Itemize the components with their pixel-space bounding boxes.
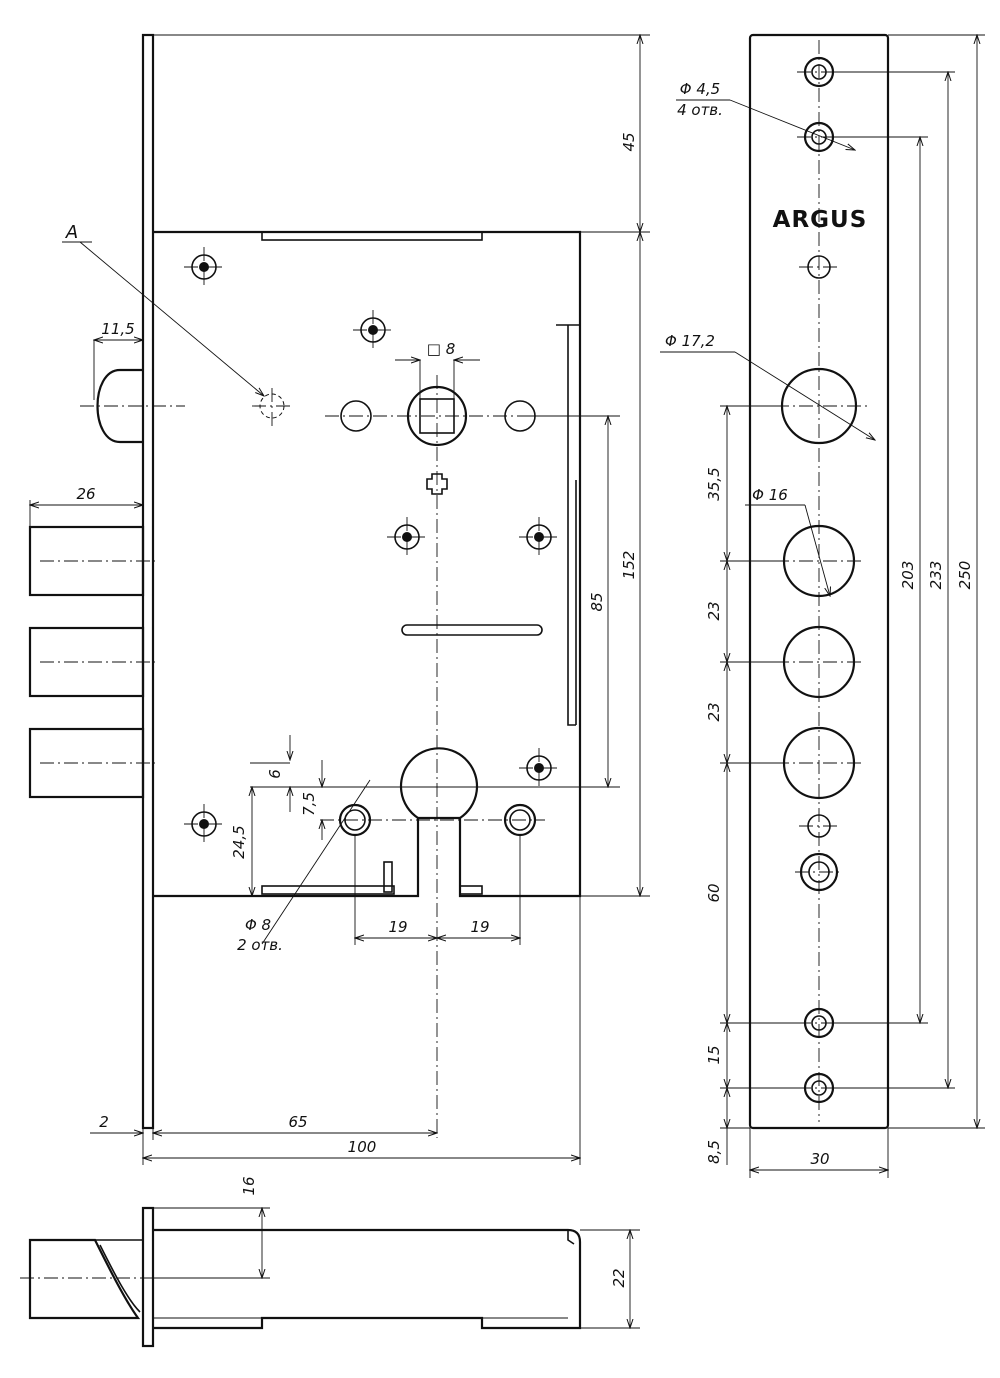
dim-16: 16 bbox=[240, 1176, 258, 1195]
dim-250: 250 bbox=[956, 561, 974, 590]
dim-square-8: □ 8 bbox=[427, 340, 455, 358]
dim-2: 2 bbox=[99, 1113, 109, 1131]
top-rail bbox=[261, 231, 483, 241]
slot bbox=[401, 624, 543, 636]
dim-19-right: 19 bbox=[470, 918, 489, 936]
screw-icon bbox=[353, 310, 393, 350]
bottom-case bbox=[153, 1228, 582, 1330]
dim-45: 45 bbox=[620, 132, 638, 151]
dim-19-left: 19 bbox=[388, 918, 407, 936]
screw-icon bbox=[184, 247, 224, 287]
dim-d17-2: Φ 17,2 bbox=[665, 332, 715, 350]
faceplate bbox=[748, 33, 890, 1130]
screw-icon bbox=[184, 804, 224, 844]
dim-7-5: 7,5 bbox=[300, 792, 318, 816]
dim-100: 100 bbox=[348, 1138, 377, 1156]
latch-bolt bbox=[96, 368, 143, 444]
dim-15: 15 bbox=[705, 1045, 723, 1064]
dim-35-5: 35,5 bbox=[705, 467, 723, 500]
lock-case bbox=[153, 230, 582, 898]
dim-30: 30 bbox=[810, 1150, 829, 1168]
dim-65: 65 bbox=[288, 1113, 307, 1131]
dim-26: 26 bbox=[76, 485, 95, 503]
dim-11-5: 11,5 bbox=[101, 320, 134, 338]
dim-23-a: 23 bbox=[705, 601, 723, 620]
dim-8-5: 8,5 bbox=[705, 1140, 723, 1164]
side-guide bbox=[556, 324, 580, 726]
bottom-latch bbox=[28, 1238, 141, 1320]
screw-icon bbox=[519, 748, 559, 788]
dim-22: 22 bbox=[610, 1268, 628, 1287]
faceplate-view: ARGUS bbox=[660, 33, 985, 1178]
cylinder-screw-hole bbox=[503, 803, 537, 837]
faceplate-side bbox=[141, 33, 155, 1130]
dim-23-b: 23 bbox=[705, 702, 723, 721]
front-view: 45 152 85 11,5 26 □ 8 6 7,5 24,5 Φ 8 2 о… bbox=[28, 33, 650, 1165]
dim-d16: Φ 16 bbox=[752, 486, 788, 504]
dim-203: 203 bbox=[899, 561, 917, 590]
bottom-pin bbox=[383, 861, 393, 893]
dim-d8-count: 2 отв. bbox=[237, 936, 283, 954]
dim-60: 60 bbox=[705, 883, 723, 902]
screw-icon bbox=[387, 517, 427, 557]
bottom-rail-left bbox=[261, 885, 395, 895]
dim-d4-5: Φ 4,5 bbox=[680, 80, 720, 98]
dim-d8: Φ 8 bbox=[245, 916, 271, 934]
dim-d4-5-count: 4 отв. bbox=[677, 101, 723, 119]
dim-233: 233 bbox=[927, 561, 945, 590]
screw-icon bbox=[519, 517, 559, 557]
view-label-a: A bbox=[65, 222, 78, 243]
brand-logo: ARGUS bbox=[773, 207, 868, 233]
cylinder-cutout bbox=[399, 747, 479, 819]
dim-85: 85 bbox=[588, 592, 606, 611]
dim-6: 6 bbox=[266, 769, 284, 779]
dim-24-5: 24,5 bbox=[230, 825, 248, 858]
bottom-rail-right bbox=[459, 885, 483, 895]
bottom-faceplate bbox=[141, 1206, 155, 1348]
dim-152: 152 bbox=[620, 551, 638, 580]
bottom-view: 16 22 bbox=[20, 1176, 640, 1348]
cross-cutout bbox=[426, 473, 448, 495]
